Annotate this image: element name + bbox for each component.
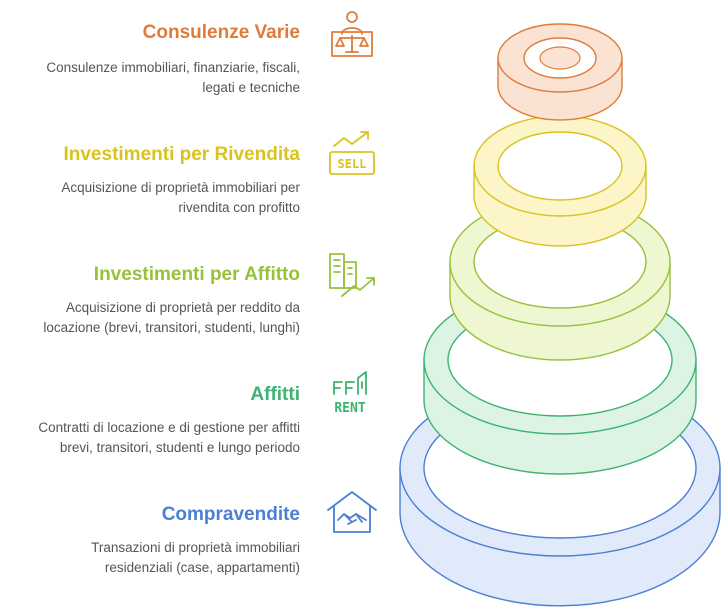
item-description: Contratti di locazione e di gestione per…	[38, 420, 300, 455]
svg-text:RENT: RENT	[334, 401, 365, 416]
item-description: Acquisizione di proprietà immobiliari pe…	[61, 180, 300, 215]
item-description: Transazioni di proprietà immobiliari res…	[91, 540, 300, 575]
ring-investimenti-rivendita	[473, 115, 647, 247]
ring-consulenze-varie	[497, 23, 623, 121]
ring-stack-diagram	[390, 0, 724, 608]
item-title: Investimenti per Rivendita	[63, 144, 300, 165]
item-title: Investimenti per Affitto	[93, 264, 300, 285]
rent-building-icon: RENT	[326, 368, 378, 420]
sell-trend-icon: SELL	[326, 128, 378, 180]
building-growth-icon	[326, 248, 378, 300]
item-title: Affitti	[250, 384, 300, 405]
consultant-scale-icon	[326, 8, 378, 60]
item-title: Compravendite	[161, 504, 300, 525]
svg-text:SELL: SELL	[338, 157, 367, 171]
house-handshake-icon	[326, 488, 378, 540]
item-description: Consulenze immobiliari, finanziarie, fis…	[46, 60, 300, 95]
item-title: Consulenze Varie	[142, 22, 300, 43]
item-description: Acquisizione di proprietà per reddito da…	[43, 300, 300, 335]
